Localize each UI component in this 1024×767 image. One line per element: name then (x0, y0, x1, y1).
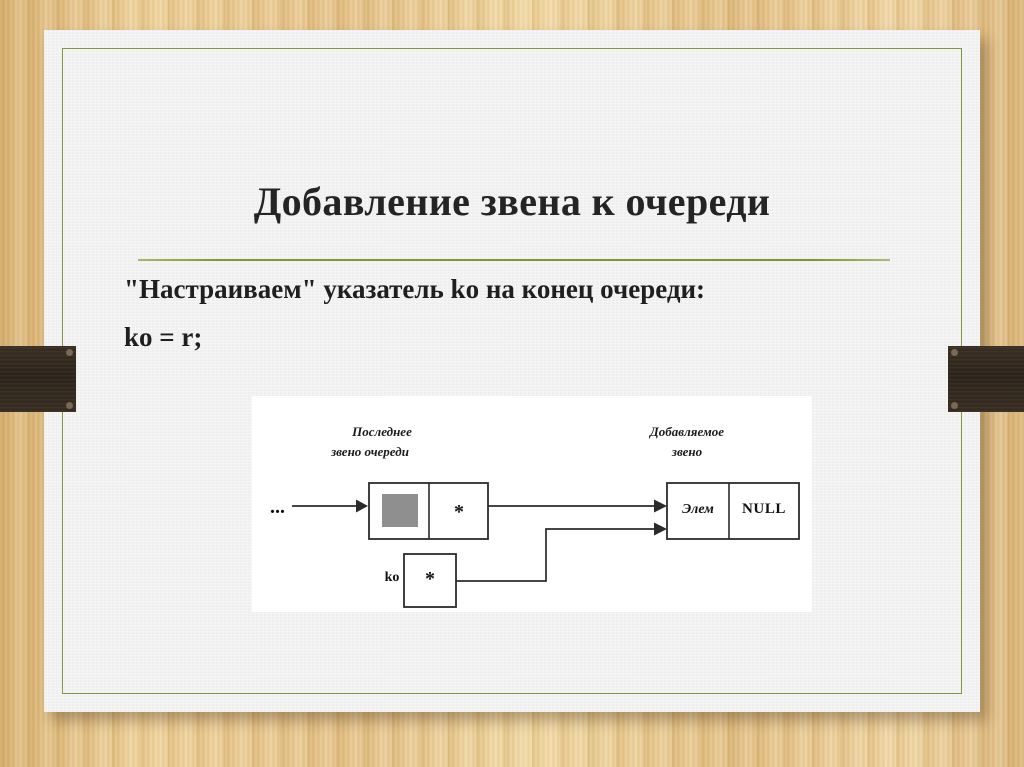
body-text-line-2: ko = r; (124, 322, 203, 352)
new-node-data-value: Элем (682, 502, 714, 517)
new-node-box (666, 482, 800, 540)
incoming-ellipsis: ... (270, 496, 285, 518)
linked-list-diagram: Последнее звено очереди Добавляемое звен… (252, 396, 812, 612)
ko-pointer-elbow-line (456, 528, 654, 582)
ko-pointer-label: ko (385, 570, 400, 585)
clip-knob-bottom-left (66, 402, 73, 409)
label-new-node-line2: звено (671, 444, 703, 459)
incoming-arrow-head (356, 499, 368, 513)
ko-pointer-arrow-head (654, 522, 667, 536)
label-last-node-line1: Последнее (351, 424, 412, 439)
new-node-pointer-value: NULL (742, 501, 786, 517)
clip-knob-top-left (66, 349, 73, 356)
label-new-node-line1: Добавляемое (649, 424, 724, 439)
clip-knob-top-right (951, 349, 958, 356)
decorative-clip-right (948, 346, 1024, 412)
clip-knob-bottom-right (951, 402, 958, 409)
label-last-node-line2: звено очереди (330, 444, 409, 459)
page-title: Добавление звена к очереди (253, 179, 771, 224)
last-node-data-fill (382, 494, 418, 527)
title-divider (138, 259, 890, 261)
ko-pointer-value: * (425, 568, 435, 590)
diagram-canvas: Последнее звено очереди Добавляемое звен… (270, 424, 800, 608)
last-node-pointer-value: * (454, 501, 464, 523)
next-pointer-arrow-head (654, 499, 667, 513)
slide-panel: Добавление звена к очереди "Настраиваем"… (44, 30, 980, 712)
body-text-line-1: "Настраиваем" указатель ko на конец очер… (124, 274, 706, 304)
decorative-clip-left (0, 346, 76, 412)
